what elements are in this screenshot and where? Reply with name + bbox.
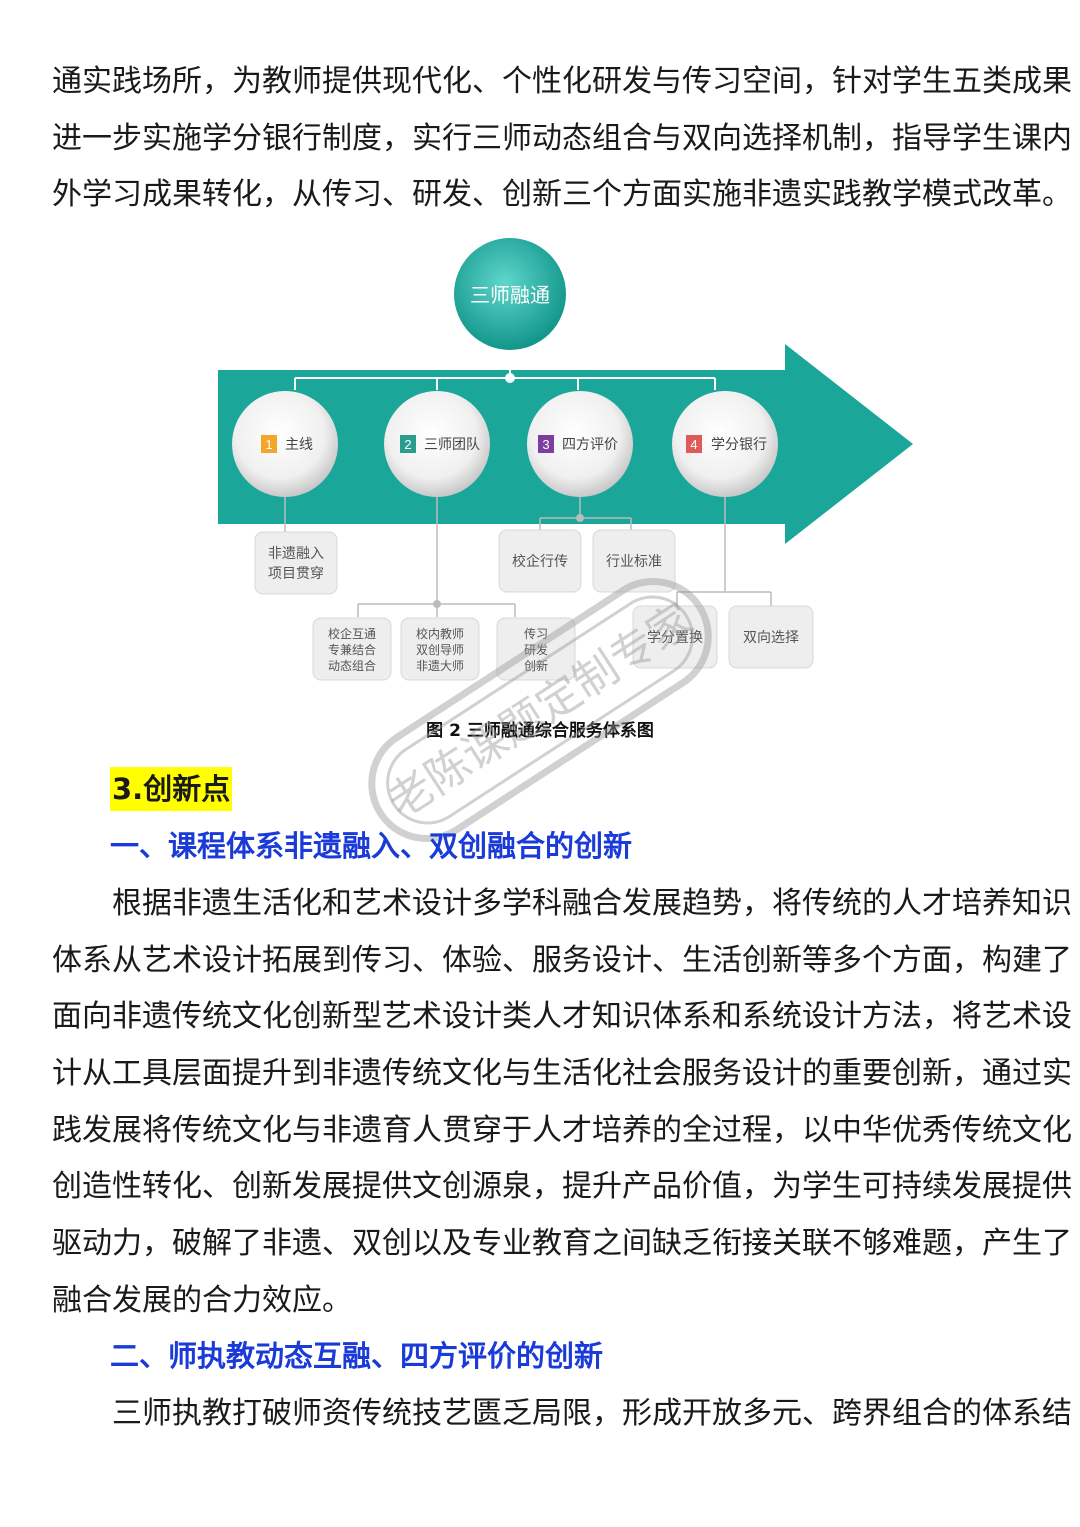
svg-text:1: 1 (265, 437, 272, 452)
body-line: 根据非遗生活化和艺术设计多学科融合发展趋势，将传统的人才培养知识 (112, 886, 1072, 921)
svg-text:3: 3 (542, 437, 549, 452)
body-line: 创造性转化、创新发展提供文创源泉，提升产品价值，为学生可持续发展提供 (52, 1169, 1072, 1205)
body-line: 体系从艺术设计拓展到传习、体验、服务设计、生活创新等多个方面，构建了 (52, 942, 1072, 978)
course-system-paragraph: 根据非遗生活化和艺术设计多学科融合发展趋势，将传统的人才培养知识 体系从艺术设计… (52, 876, 1072, 1330)
service-system-diagram: 三师融通 1 主线 2 三师团队 3 四方评价 4 学分银行 (215, 232, 915, 682)
svg-text:传习: 传习 (524, 626, 548, 641)
body-line: 三师执教打破师资传统技艺匮乏局限，形成开放多元、跨界组合的体系结 (112, 1396, 1072, 1431)
svg-text:创新: 创新 (524, 658, 548, 673)
svg-text:双向选择: 双向选择 (743, 629, 799, 645)
svg-text:项目贯穿: 项目贯穿 (268, 565, 324, 581)
svg-text:校内教师: 校内教师 (416, 626, 464, 641)
center-label: 三师融通 (470, 284, 550, 307)
intro-paragraph: 通实践场所，为教师提供现代化、个性化研发与传习空间，针对学生五类成果 进一步实施… (52, 54, 1072, 224)
svg-text:专兼结合: 专兼结合 (328, 642, 376, 657)
svg-text:双创导师: 双创导师 (416, 643, 464, 657)
svg-text:动态组合: 动态组合 (328, 658, 376, 673)
section-title: 3.创新点 (110, 767, 233, 811)
body-line: 面向非遗传统文化创新型艺术设计类人才知识体系和系统设计方法，将艺术设 (52, 999, 1072, 1035)
svg-text:非遗大师: 非遗大师 (416, 659, 464, 673)
svg-text:四方评价: 四方评价 (562, 436, 618, 452)
svg-text:2: 2 (404, 437, 411, 452)
svg-text:学分银行: 学分银行 (711, 436, 767, 452)
svg-text:校企行传: 校企行传 (512, 553, 568, 569)
diagram-svg: 三师融通 1 主线 2 三师团队 3 四方评价 4 学分银行 (218, 238, 913, 681)
body-line: 融合发展的合力效应。 (52, 1282, 352, 1318)
body-line: 践发展将传统文化与非遗育人贯穿于人才培养的全过程，以中华优秀传统文化 (52, 1112, 1072, 1148)
svg-text:4: 4 (690, 437, 697, 452)
svg-text:三师团队: 三师团队 (424, 436, 480, 452)
svg-text:主线: 主线 (285, 436, 313, 452)
intro-line: 外学习成果转化，从传习、研发、创新三个方面实施非遗实践教学模式改革。 (52, 177, 1072, 213)
body-line: 驱动力，破解了非遗、双创以及专业教育之间缺乏衔接关联不够难题，产生了 (52, 1226, 1072, 1262)
heading-teacher-integration: 二、师执教动态互融、四方评价的创新 (110, 1339, 604, 1373)
center-circle (454, 238, 566, 350)
svg-text:研发: 研发 (524, 642, 548, 657)
teacher-paragraph: 三师执教打破师资传统技艺匮乏局限，形成开放多元、跨界组合的体系结 (52, 1386, 1072, 1443)
heading-course-system: 一、课程体系非遗融入、双创融合的创新 (110, 829, 633, 863)
item-2: 2 三师团队 (384, 391, 490, 497)
svg-text:行业标准: 行业标准 (606, 553, 662, 569)
item-3: 3 四方评价 (527, 391, 633, 497)
item-4: 4 学分银行 (672, 391, 778, 497)
figure-caption: 图 2 三师融通综合服务体系图 (426, 721, 654, 741)
intro-line: 进一步实施学分银行制度，实行三师动态组合与双向选择机制，指导学生课内 (52, 120, 1072, 156)
svg-text:学分置换: 学分置换 (647, 629, 703, 645)
item-1: 1 主线 (232, 391, 338, 497)
svg-text:非遗融入: 非遗融入 (268, 545, 324, 561)
svg-text:校企互通: 校企互通 (328, 626, 376, 641)
intro-line: 通实践场所，为教师提供现代化、个性化研发与传习空间，针对学生五类成果 (52, 64, 1072, 99)
body-line: 计从工具层面提升到非遗传统文化与生活化社会服务设计的重要创新，通过实 (52, 1056, 1072, 1092)
